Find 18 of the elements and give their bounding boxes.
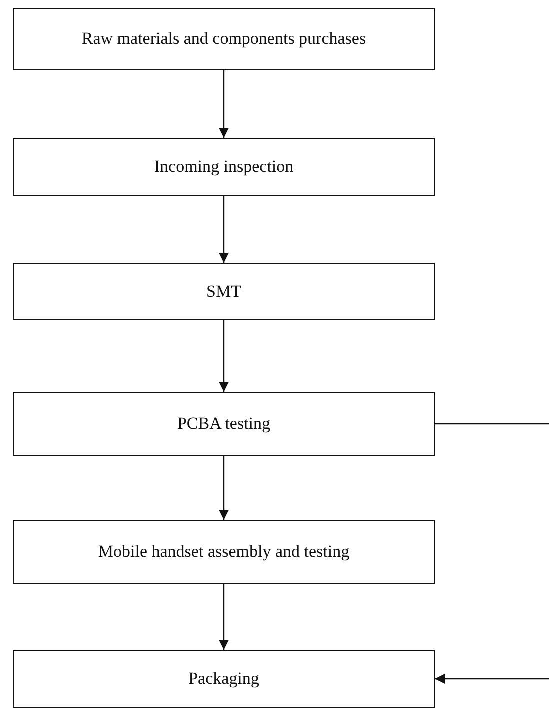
step-label: Packaging: [188, 669, 260, 689]
process-box: [13, 392, 435, 456]
step-label: PCBA testing: [177, 414, 271, 434]
step-label: Raw materials and components purchases: [82, 29, 366, 49]
arrow: [219, 70, 229, 138]
arrow: [219, 320, 229, 392]
arrow: [219, 196, 229, 263]
arrow: [219, 456, 229, 520]
arrow: [219, 584, 229, 650]
process-box: [13, 138, 435, 196]
step-label: SMT: [206, 282, 242, 302]
step-label: Incoming inspection: [154, 157, 294, 177]
arrow: [435, 674, 549, 684]
step-label: Mobile handset assembly and testing: [98, 542, 350, 562]
process-box: [13, 520, 435, 584]
process-box: [13, 8, 435, 70]
process-box: [13, 263, 435, 320]
process-box: [13, 650, 435, 708]
